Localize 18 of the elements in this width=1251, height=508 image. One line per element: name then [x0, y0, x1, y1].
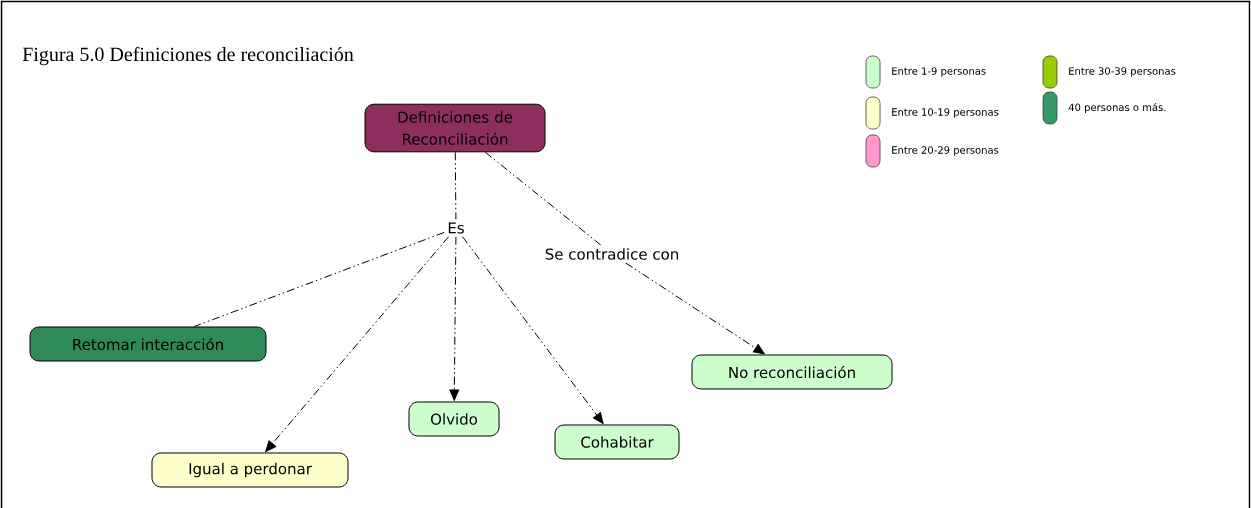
legend-label: Entre 20-29 personas [892, 146, 999, 156]
arrow [265, 236, 450, 452]
linking-phrase: Se contradice con [545, 248, 678, 260]
legend-label: Entre 10-19 personas [892, 108, 999, 118]
arrow [462, 236, 604, 424]
concept-box: Cohabitar [554, 424, 680, 460]
title: Figura 5.0 Definiciones de reconciliación [22, 46, 354, 66]
concept-box: Igual a perdonar [151, 452, 349, 488]
arrow [449, 236, 460, 401]
legend-label: Entre 30-39 personas [1069, 67, 1176, 77]
concept-box: Olvido [408, 401, 500, 437]
arrow [625, 262, 765, 355]
concept-box: Definiciones de Reconciliación [364, 103, 546, 153]
concept-box: Retomar interacción [29, 326, 267, 362]
legend-label: Entre 1-9 personas [892, 67, 986, 77]
legend-label: 40 personas o más. [1068, 102, 1166, 114]
linking-phrase: Es [448, 222, 464, 234]
concept-box: No reconciliación [691, 354, 893, 390]
